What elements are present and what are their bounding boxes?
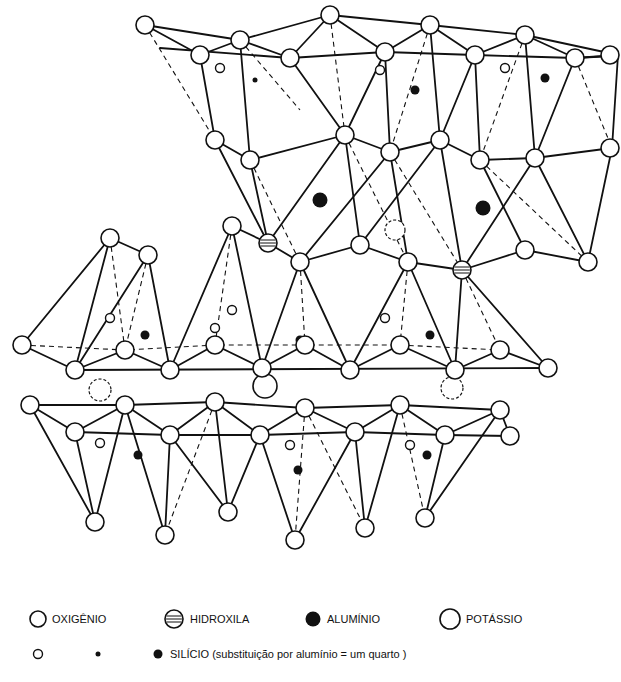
aluminium-sample [306, 612, 321, 627]
legend-label: POTÁSSIO [466, 612, 522, 626]
hydroxyl-groups [259, 234, 471, 279]
top-tetrahedral-sheet [145, 15, 618, 160]
legend-label: HIDROXILA [190, 612, 249, 626]
silicon-atoms [96, 64, 550, 475]
oxygen-atoms [13, 6, 619, 549]
legend-label: SILÍCIO (substituição por alumínio = um … [170, 647, 406, 661]
silicon-open-sample [34, 650, 43, 659]
legend-label: OXIGÊNIO [52, 612, 106, 626]
hydroxyl-sample [165, 610, 183, 628]
aluminium-atoms [313, 193, 491, 216]
potassium-ions [89, 220, 463, 401]
middle-tetrahedral-sheet [22, 226, 548, 370]
octahedral-sheet [215, 135, 612, 270]
potassium-sample [440, 609, 460, 629]
bottom-tetrahedral-sheet [30, 402, 510, 540]
silicon-dot-sample [96, 652, 101, 657]
oxygen-sample [30, 611, 46, 627]
silicon-sample [154, 650, 163, 659]
legend-label: ALUMÍNIO [327, 612, 380, 626]
